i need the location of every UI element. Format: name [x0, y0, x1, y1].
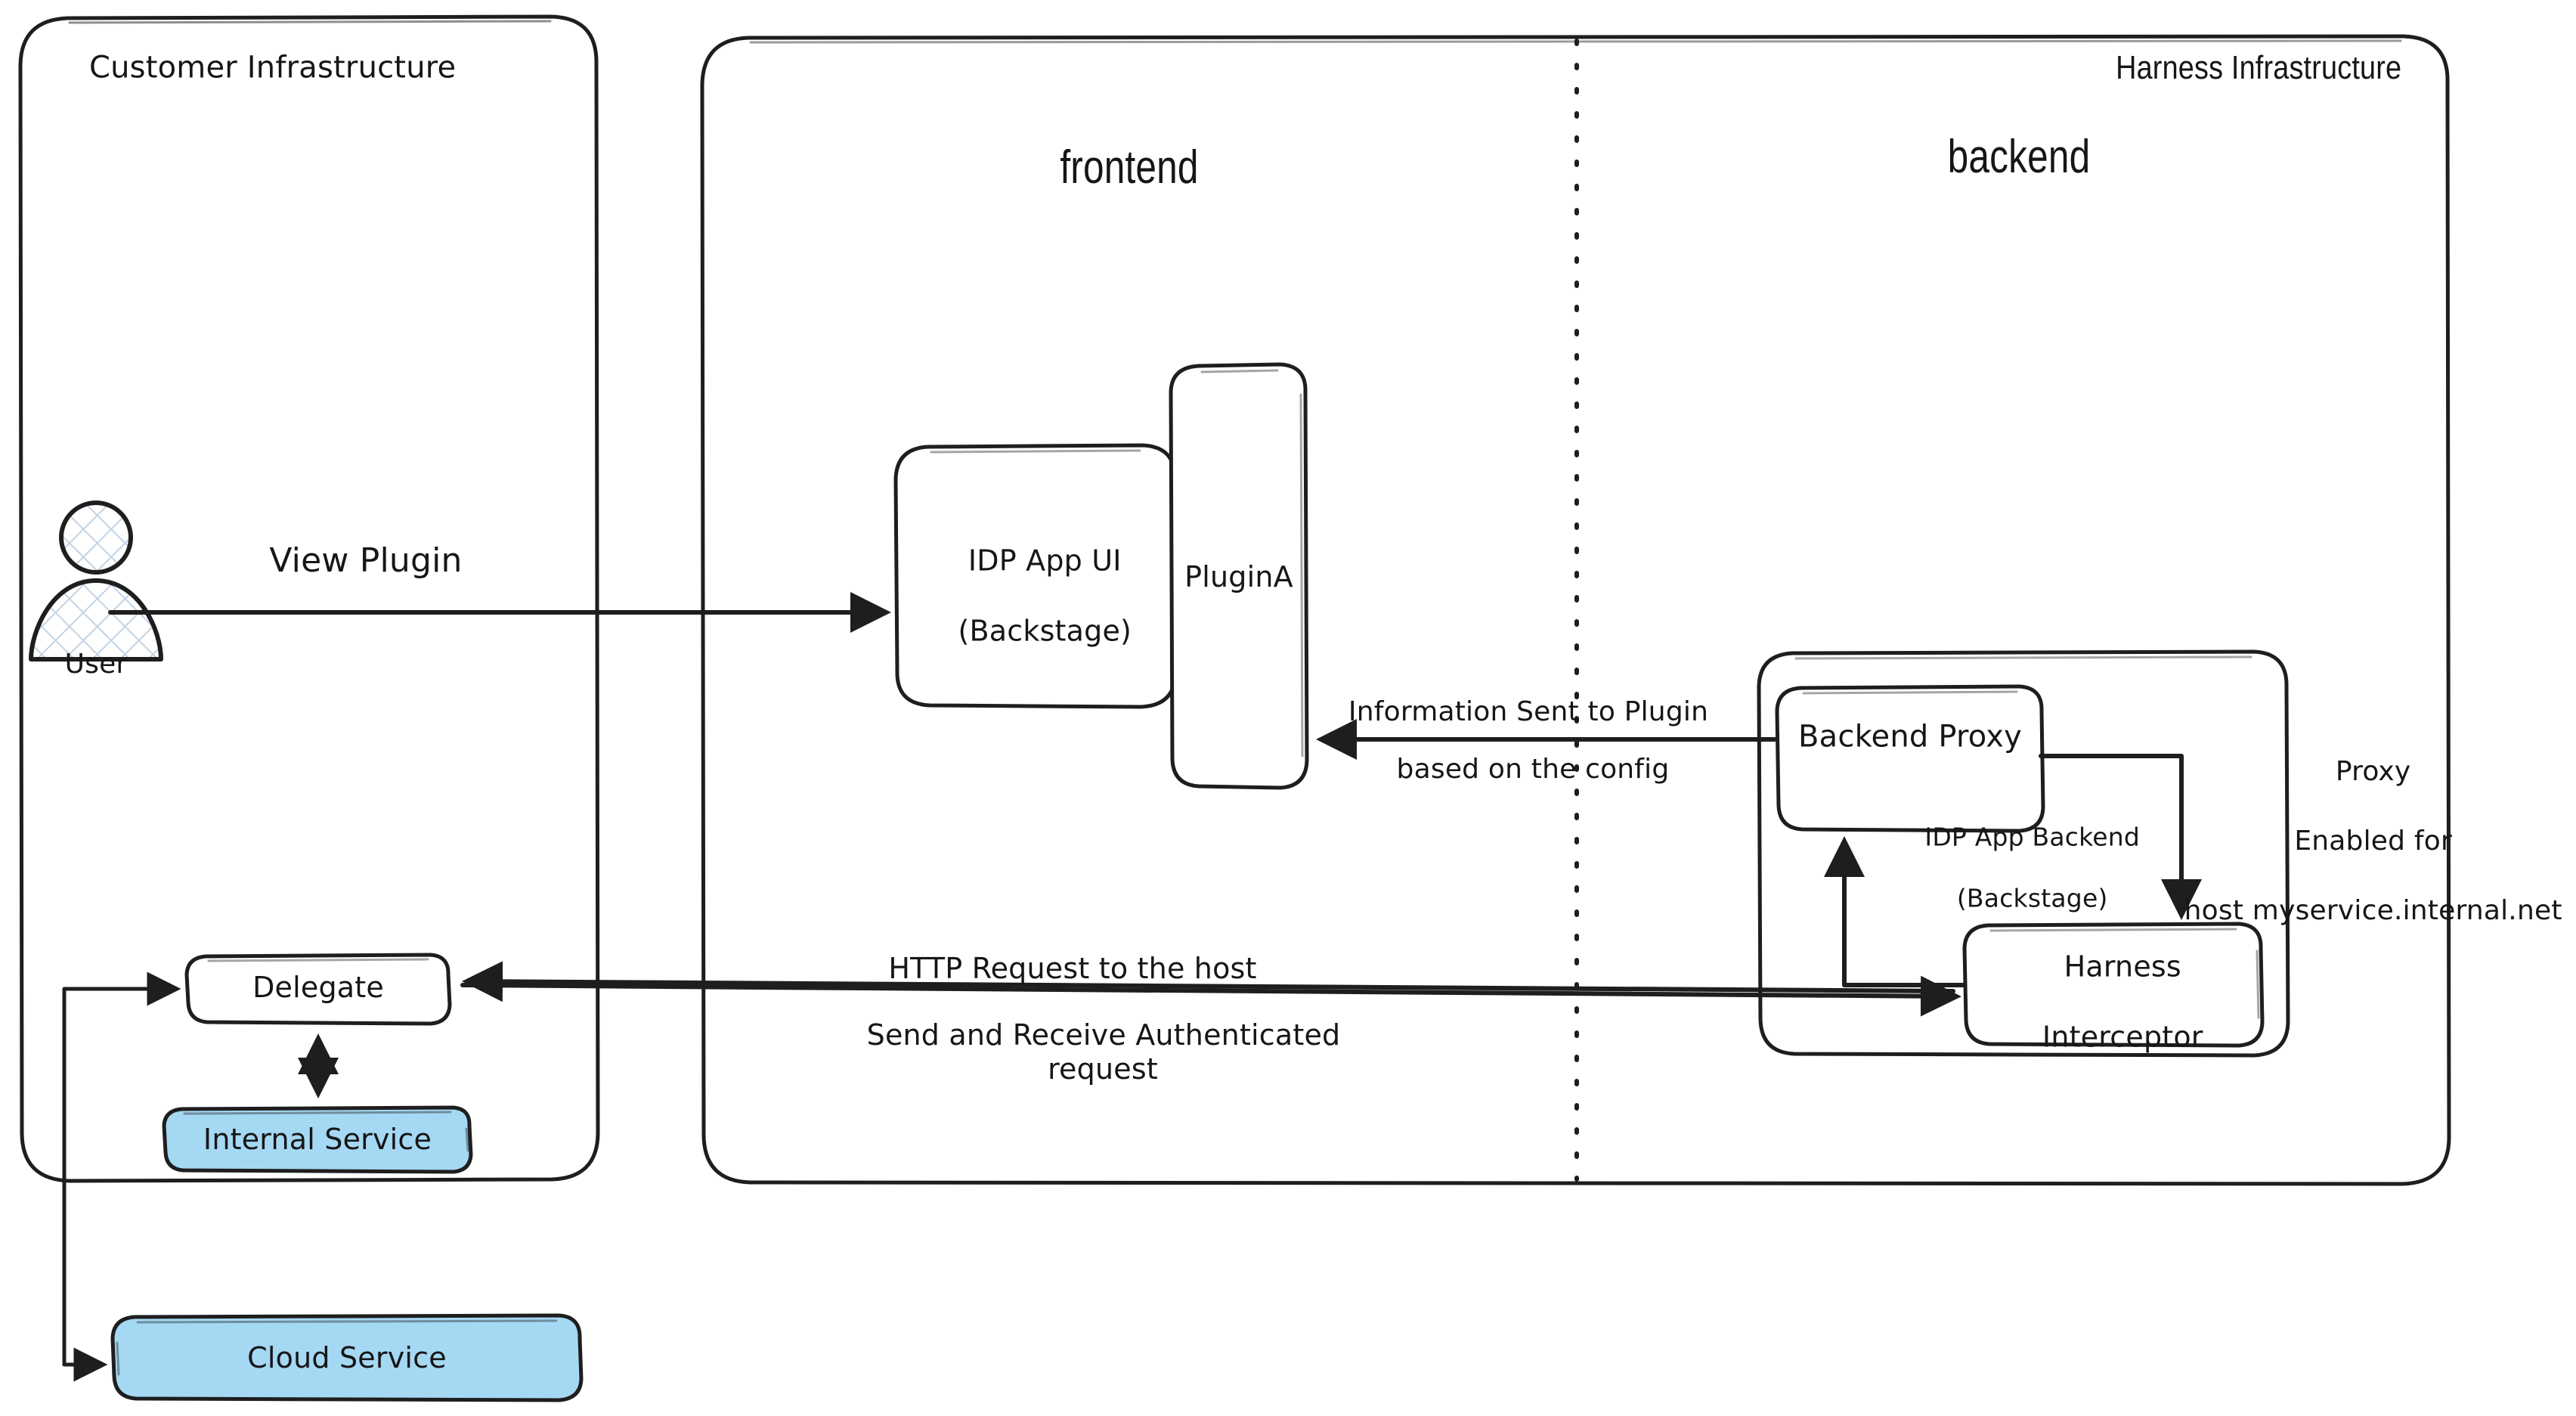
cloud-service-label: Cloud Service — [247, 1340, 447, 1374]
proxy-note-line1: Proxy — [2335, 755, 2411, 787]
cloud-service-box[interactable] — [110, 1313, 584, 1402]
delegate-label: Delegate — [252, 970, 384, 1004]
edge-label-information-sent-line2: based on the config — [1396, 754, 1670, 785]
idp-app-backend-container — [1757, 649, 2290, 1058]
customer-infrastructure-container — [18, 14, 600, 1183]
proxy-enabled-note: Proxy Enabled for host myservice.interna… — [2166, 720, 2562, 928]
harness-interceptor-label: Harness Interceptor — [2023, 914, 2203, 1054]
harness-interceptor-box[interactable] — [1962, 922, 2265, 1048]
internal-service-label: Internal Service — [203, 1122, 432, 1156]
harness-interceptor-label-line1: Harness — [2064, 950, 2181, 984]
edge-label-send-receive-line2: request — [1048, 1052, 1158, 1086]
delegate-box[interactable] — [184, 953, 452, 1026]
backend-proxy-label: Backend Proxy — [1798, 719, 2022, 754]
section-label-frontend: frontend — [1060, 141, 1199, 194]
section-label-backend: backend — [1947, 131, 2091, 184]
idp-app-backend-label-line1: IDP App Backend — [1924, 822, 2140, 852]
edge-label-send-receive-line1: Send and Receive Authenticated — [866, 1018, 1341, 1052]
internal-service-box[interactable] — [162, 1105, 473, 1174]
idp-app-ui-label-line1: IDP App UI — [968, 544, 1122, 578]
proxy-note-line3: host myservice.internal.net — [2184, 895, 2562, 927]
user-person-icon — [29, 500, 163, 662]
harness-interceptor-label-line2: Interceptor — [2042, 1020, 2203, 1054]
idp-app-backend-label: IDP App Backend (Backstage) — [1909, 792, 2140, 914]
idp-app-ui-label: IDP App UI (Backstage) — [940, 508, 1132, 648]
plugin-a-label: PluginA — [1184, 559, 1293, 593]
backend-proxy-box[interactable] — [1775, 684, 2045, 833]
harness-infrastructure-title: Harness Infrastructure — [2116, 49, 2402, 87]
arrow-cloud-service-delegate-loop — [62, 971, 181, 1382]
user-label: User — [64, 649, 128, 680]
idp-app-backend-label-line2: (Backstage) — [1956, 883, 2108, 913]
edge-label-view-plugin: View Plugin — [269, 541, 463, 581]
plugin-a-box[interactable] — [1169, 362, 1309, 790]
edge-label-http-request: HTTP Request to the host — [888, 951, 1257, 985]
arrow-backend-proxy-to-interceptor — [2039, 754, 2202, 920]
idp-app-ui-label-line2: (Backstage) — [958, 614, 1132, 648]
edge-label-information-sent-line1: Information Sent to Plugin — [1348, 696, 1709, 728]
arrow-delegate-to-interceptor — [460, 961, 1961, 1017]
proxy-note-line2: Enabled for — [2294, 826, 2452, 857]
customer-infrastructure-title: Customer Infrastructure — [89, 50, 457, 85]
